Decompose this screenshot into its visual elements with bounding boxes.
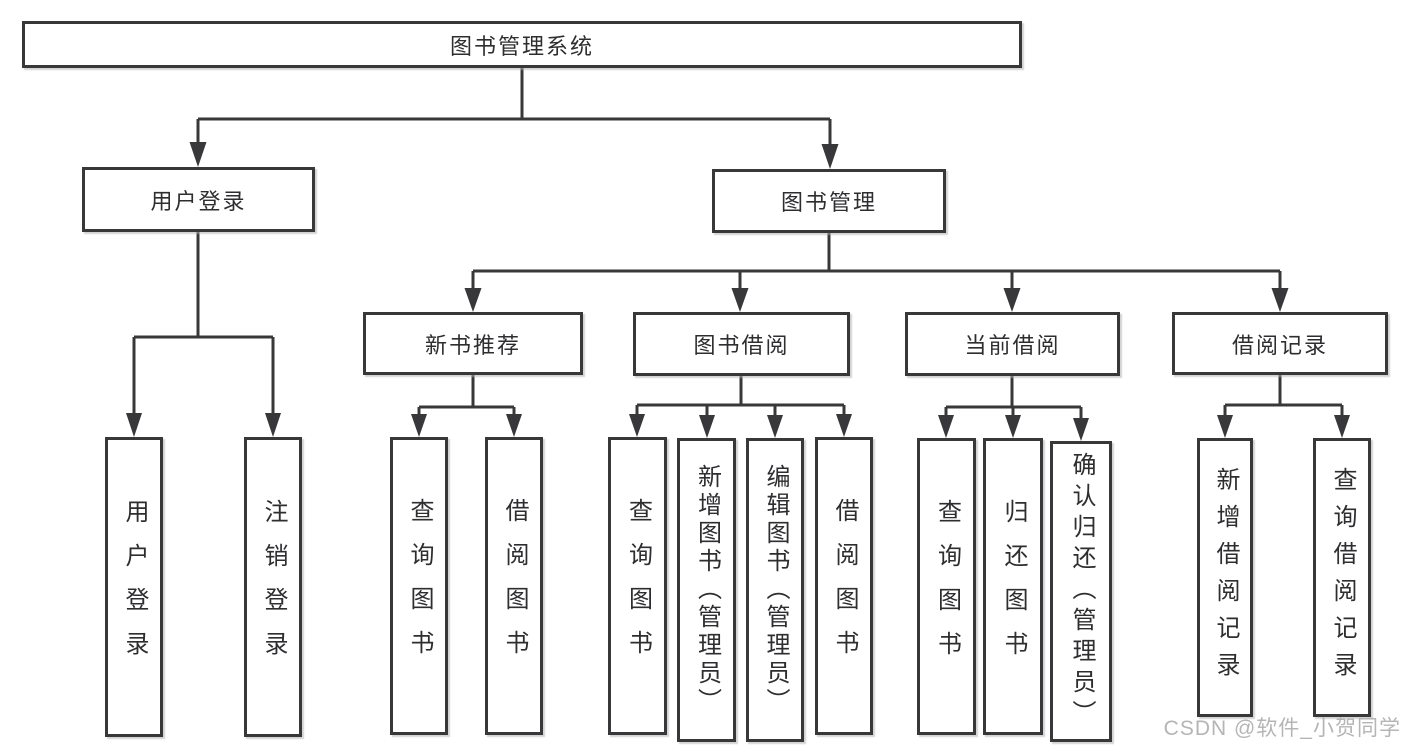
leaf-borrow-books: 借阅图书 [815,437,873,735]
leaf-logout: 注销登录 [244,437,302,737]
leaf-user-login: 用户登录 [105,437,163,737]
leaf-return-books: 归还图书 [983,438,1043,735]
leaf-borrow-query-books: 查询图书 [608,437,667,735]
leaf-add-books-admin: 新增图书（管理员） [677,438,736,742]
node-new-book-recommend-label: 新书推荐 [424,332,521,358]
arrowhead-icons [126,142,1350,441]
node-current-borrow-label: 当前借阅 [964,333,1061,358]
leaf-newbook-query-books-label: 查询图书 [406,498,433,674]
leaf-borrow-books-label: 借阅图书 [831,498,858,674]
node-user-login: 用户登录 [82,167,315,232]
node-borrow-record-label: 借阅记录 [1231,332,1328,358]
node-user-login-label: 用户登录 [150,188,247,214]
node-book-borrow-label: 图书借阅 [693,333,790,358]
leaf-user-login-label: 用户登录 [121,499,148,675]
leaf-newbook-query-books: 查询图书 [390,437,448,735]
leaf-query-borrow-record-label: 查询借阅记录 [1329,466,1356,689]
leaf-add-books-admin-label: 新增图书（管理员） [693,464,721,716]
leaf-newbook-borrow-books-label: 借阅图书 [501,498,528,674]
node-borrow-record: 借阅记录 [1172,312,1388,375]
leaf-edit-books-admin-label: 编辑图书（管理员） [762,464,789,716]
node-new-book-recommend: 新书推荐 [363,312,583,375]
leaf-newbook-borrow-books: 借阅图书 [485,437,543,735]
csdn-watermark: CSDN @软件_小贺同学 [1163,717,1401,740]
leaf-current-query-books: 查询图书 [917,438,976,735]
leaf-confirm-return-admin: 确认归还（管理员） [1050,441,1112,742]
leaf-confirm-return-admin-label: 确认归还（管理员） [1068,452,1095,731]
node-book-management: 图书管理 [712,169,946,233]
node-root: 图书管理系统 [22,21,1022,68]
node-book-borrow: 图书借阅 [633,312,850,376]
node-current-borrow: 当前借阅 [905,312,1120,376]
leaf-borrow-query-books-label: 查询图书 [624,498,652,674]
leaf-logout-label: 注销登录 [260,499,287,675]
node-book-management-label: 图书管理 [780,190,877,215]
node-root-label: 图书管理系统 [449,33,594,59]
leaf-edit-books-admin: 编辑图书（管理员） [746,438,804,742]
leaf-add-borrow-record: 新增借阅记录 [1197,438,1253,717]
leaf-current-query-books-label: 查询图书 [933,498,961,675]
leaf-return-books-label: 归还图书 [1000,498,1027,675]
leaf-add-borrow-record-label: 新增借阅记录 [1212,466,1239,689]
leaf-query-borrow-record: 查询借阅记录 [1313,438,1371,717]
